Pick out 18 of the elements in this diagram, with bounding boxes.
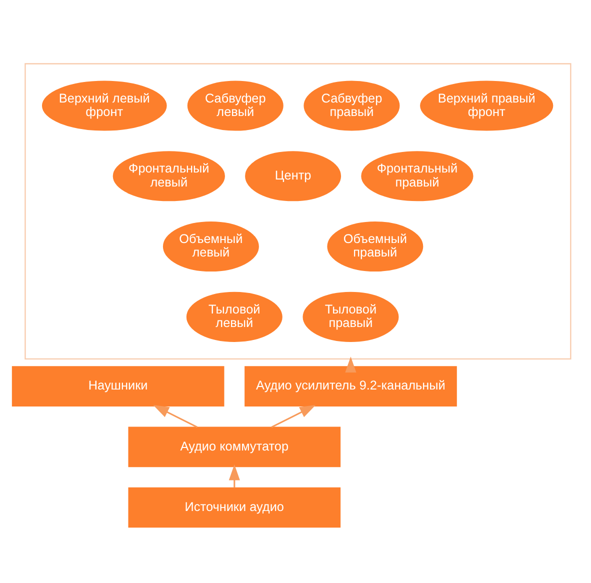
arrow bbox=[271, 404, 316, 428]
node-ellipse: Верхний правый фронт bbox=[420, 80, 554, 131]
node-ellipse: Фронтальный правый bbox=[361, 151, 474, 202]
node-box: Источники аудио bbox=[128, 487, 341, 528]
node-ellipse: Тыловой левый bbox=[186, 292, 282, 342]
node-box: Аудио коммутатор bbox=[128, 426, 341, 468]
arrow bbox=[345, 356, 356, 372]
arrow bbox=[153, 404, 198, 428]
node-ellipse: Сабвуфер правый bbox=[304, 80, 400, 131]
node-ellipse: Фронтальный левый bbox=[112, 151, 225, 202]
node-ellipse: Объемный правый bbox=[327, 222, 424, 272]
node-ellipse: Тыловой правый bbox=[302, 292, 399, 342]
node-ellipse: Верхний левый фронт bbox=[42, 80, 167, 131]
cluster bbox=[24, 63, 572, 360]
node-ellipse: Центр bbox=[245, 151, 342, 202]
node-ellipse: Объемный левый bbox=[162, 222, 259, 272]
node-ellipse: Сабвуфер левый bbox=[187, 80, 284, 131]
node-box: Наушники bbox=[12, 366, 224, 406]
